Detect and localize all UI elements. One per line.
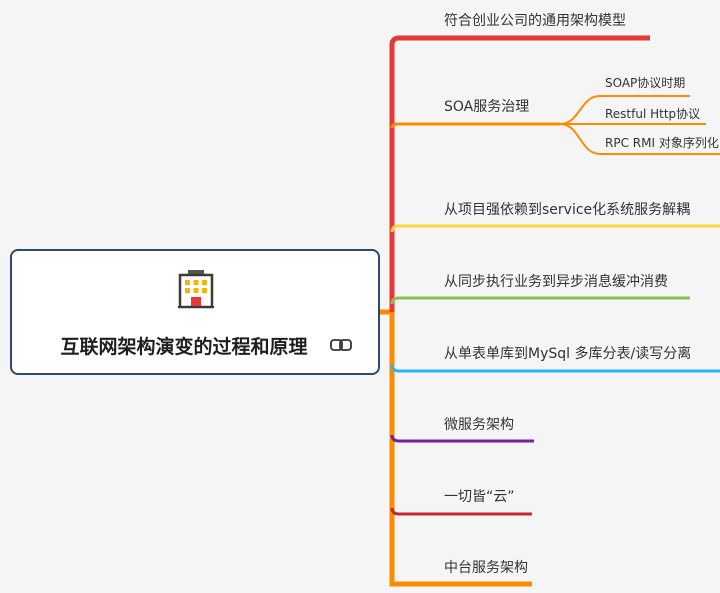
- branch-label-6[interactable]: 微服务架构: [444, 417, 514, 433]
- branch-label-1[interactable]: 符合创业公司的通用架构模型: [444, 13, 626, 29]
- branch-label-2[interactable]: SOA服务治理: [444, 99, 530, 115]
- branch-label-3[interactable]: 从项目强依赖到service化系统服务解耦: [444, 202, 691, 218]
- branch-label-5[interactable]: 从单表单库到MySql 多库分表/读写分离: [444, 346, 692, 362]
- branch-connector-5: [390, 364, 720, 373]
- sub-label-restful[interactable]: Restful Http协议: [605, 107, 701, 121]
- spine-connector: [389, 35, 650, 312]
- central-topic[interactable]: 互联网架构演变的过程和原理: [10, 249, 380, 375]
- sub-label-rpc[interactable]: RPC RMI 对象序列化: [605, 136, 719, 150]
- branch-connector-soa: [390, 122, 560, 129]
- branch-label-7[interactable]: 一切皆“云”: [444, 489, 515, 505]
- sub-label-soap[interactable]: SOAP协议时期: [605, 76, 686, 90]
- spine-lower: [389, 312, 532, 587]
- branch-connector-6: [390, 434, 534, 443]
- branch-label-8[interactable]: 中台服务架构: [444, 560, 528, 576]
- branch-label-4[interactable]: 从同步执行业务到异步消息缓冲消费: [444, 274, 668, 290]
- central-title: 互联网架构演变的过程和原理: [60, 336, 308, 358]
- branch-connector-4: [390, 296, 690, 305]
- sub-connector-3: [559, 123, 720, 155]
- branch-connector-7: [390, 507, 532, 516]
- building-icon: [178, 270, 214, 309]
- branch-connector-3: [390, 224, 720, 233]
- link-icon[interactable]: [330, 337, 352, 353]
